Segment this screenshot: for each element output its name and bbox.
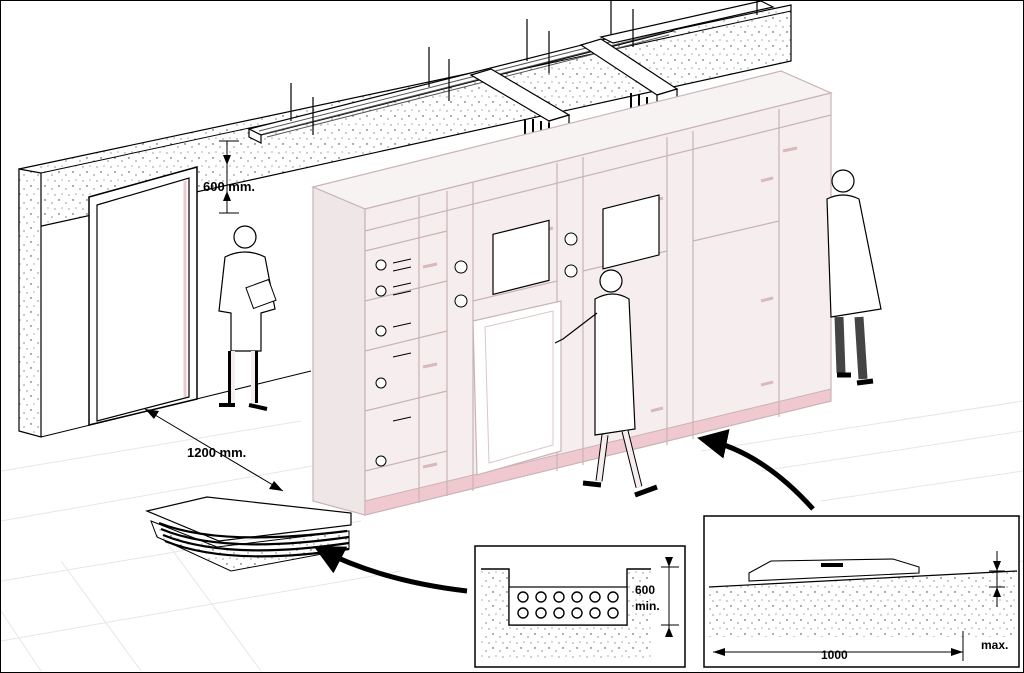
overhead-cable-trays: [247, 1, 775, 151]
back-wall: [18, 4, 792, 438]
curved-arrow-to-cabinet: [697, 429, 815, 511]
ceiling-clearance-dimension: 600 mm.: [203, 140, 255, 214]
floor-length-label: 1000: [821, 648, 848, 662]
doorway: [88, 166, 198, 426]
breaker-window-left: [492, 219, 550, 296]
inset-trench-section: 600 min.: [474, 545, 686, 668]
floor-cable-trench: [145, 496, 352, 572]
front-clearance-label: 1200 mm.: [187, 445, 246, 460]
worker-standing-right: [826, 169, 882, 386]
floor-grid: [1, 400, 1023, 672]
cable-circles: [517, 591, 619, 619]
worker-with-clipboard: [218, 225, 277, 411]
inset-floor-slab: 1000 max.: [703, 515, 1020, 668]
curved-arrow-to-trench: [313, 546, 468, 594]
front-clearance-dimension: 1200 mm.: [144, 408, 284, 492]
floor-max-label: max.: [981, 638, 1008, 652]
breaker-window-right: [602, 194, 660, 270]
worker-opening-cabinet: [554, 269, 658, 498]
trench-depth-value: 600: [635, 583, 655, 597]
trench-depth-min: min.: [635, 599, 660, 613]
ceiling-clearance-label: 600 mm.: [203, 179, 255, 194]
